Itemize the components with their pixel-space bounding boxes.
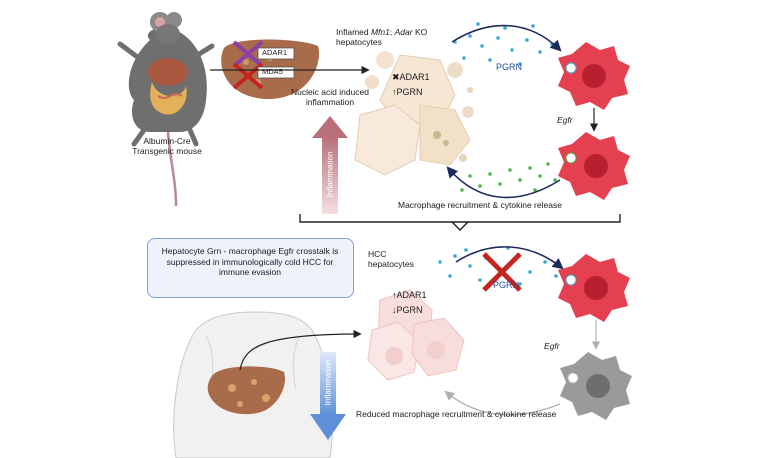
macrophage-inactive-icon: [560, 352, 632, 420]
mda5-gene-label: MDA5: [262, 67, 283, 76]
adar1-gene-box: [257, 47, 295, 60]
pgrn-arrow-top: [451, 24, 562, 52]
bottom-secreted-pgrn-label: PGRN: [493, 280, 520, 290]
crosstalk-note-text: Hepatocyte Grn - macrophage Egfr crossta…: [161, 246, 339, 278]
recruitment-arrow-top: [446, 166, 561, 199]
bottom-adar-label: ↑ADAR1: [392, 290, 427, 300]
inflammation-up-label: Inflammation: [325, 151, 335, 198]
mouse-label: Albumin-Cre Transgenic mouse: [132, 136, 202, 156]
pgrn-particles-top: [453, 22, 554, 66]
inflamed-prefix: Inflamed: [336, 27, 371, 37]
hcc-liver-icon: [207, 366, 286, 415]
cytokine-particles: [460, 162, 557, 192]
hcc-hepatocytes-icon: [367, 289, 465, 381]
top-adar-label: ✖ADAR1: [392, 72, 430, 82]
adar1-gene-label: ADAR1: [262, 48, 288, 57]
macrophage-bottom-icon: [558, 254, 630, 322]
nucleic-acid-label: Nucleic acid induced inflammation: [291, 87, 369, 107]
inflamed-gene-mfn1: Mfn1: [370, 27, 390, 37]
top-secreted-pgrn-label: PGRN: [496, 62, 523, 72]
knockout-cross-icon: [232, 40, 264, 90]
inflamed-sep: ;: [389, 27, 395, 37]
inflamed-suffix: KO hepatocytes: [336, 27, 428, 47]
inflammation-down-label: Inflammation: [323, 359, 333, 406]
macrophage-activated-icon: [558, 132, 630, 200]
inflamed-hepatocytes-label: Inflamed Mfn1; Adar KO hepatocytes: [336, 27, 456, 48]
crosstalk-note-box: [147, 238, 354, 298]
hcc-hepatocytes-label: HCC hepatocytes: [368, 249, 414, 269]
body-to-hcc-arrow: [239, 329, 362, 371]
suppression-cross-icon: [482, 252, 522, 292]
macrophage-release-label: Macrophage recruitment & cytokine releas…: [398, 200, 562, 210]
mda5-gene-box: [257, 66, 295, 79]
inflamed-hepatocytes-icon: [354, 51, 474, 176]
macrophage-top-icon: [558, 42, 630, 110]
inflammation-up-arrow: [312, 116, 348, 214]
bottom-pgrn-label: ↓PGRN: [392, 305, 423, 315]
inflammation-down-arrow: [310, 352, 346, 440]
pgrn-arrow-bottom: [455, 246, 564, 270]
section-bracket: [299, 214, 621, 223]
mouse-icon: [117, 12, 215, 207]
reduced-recruitment-arrow: [444, 390, 561, 416]
egfr-top-label: Egfr: [557, 115, 573, 125]
bracket-point: [451, 221, 469, 231]
egfr-bottom-label: Egfr: [544, 341, 560, 351]
top-pgrn-label: ↑PGRN: [392, 87, 423, 97]
reduced-release-label: Reduced macrophage recruitment & cytokin…: [356, 409, 557, 419]
inflamed-gene-adar: Adar: [394, 27, 413, 37]
